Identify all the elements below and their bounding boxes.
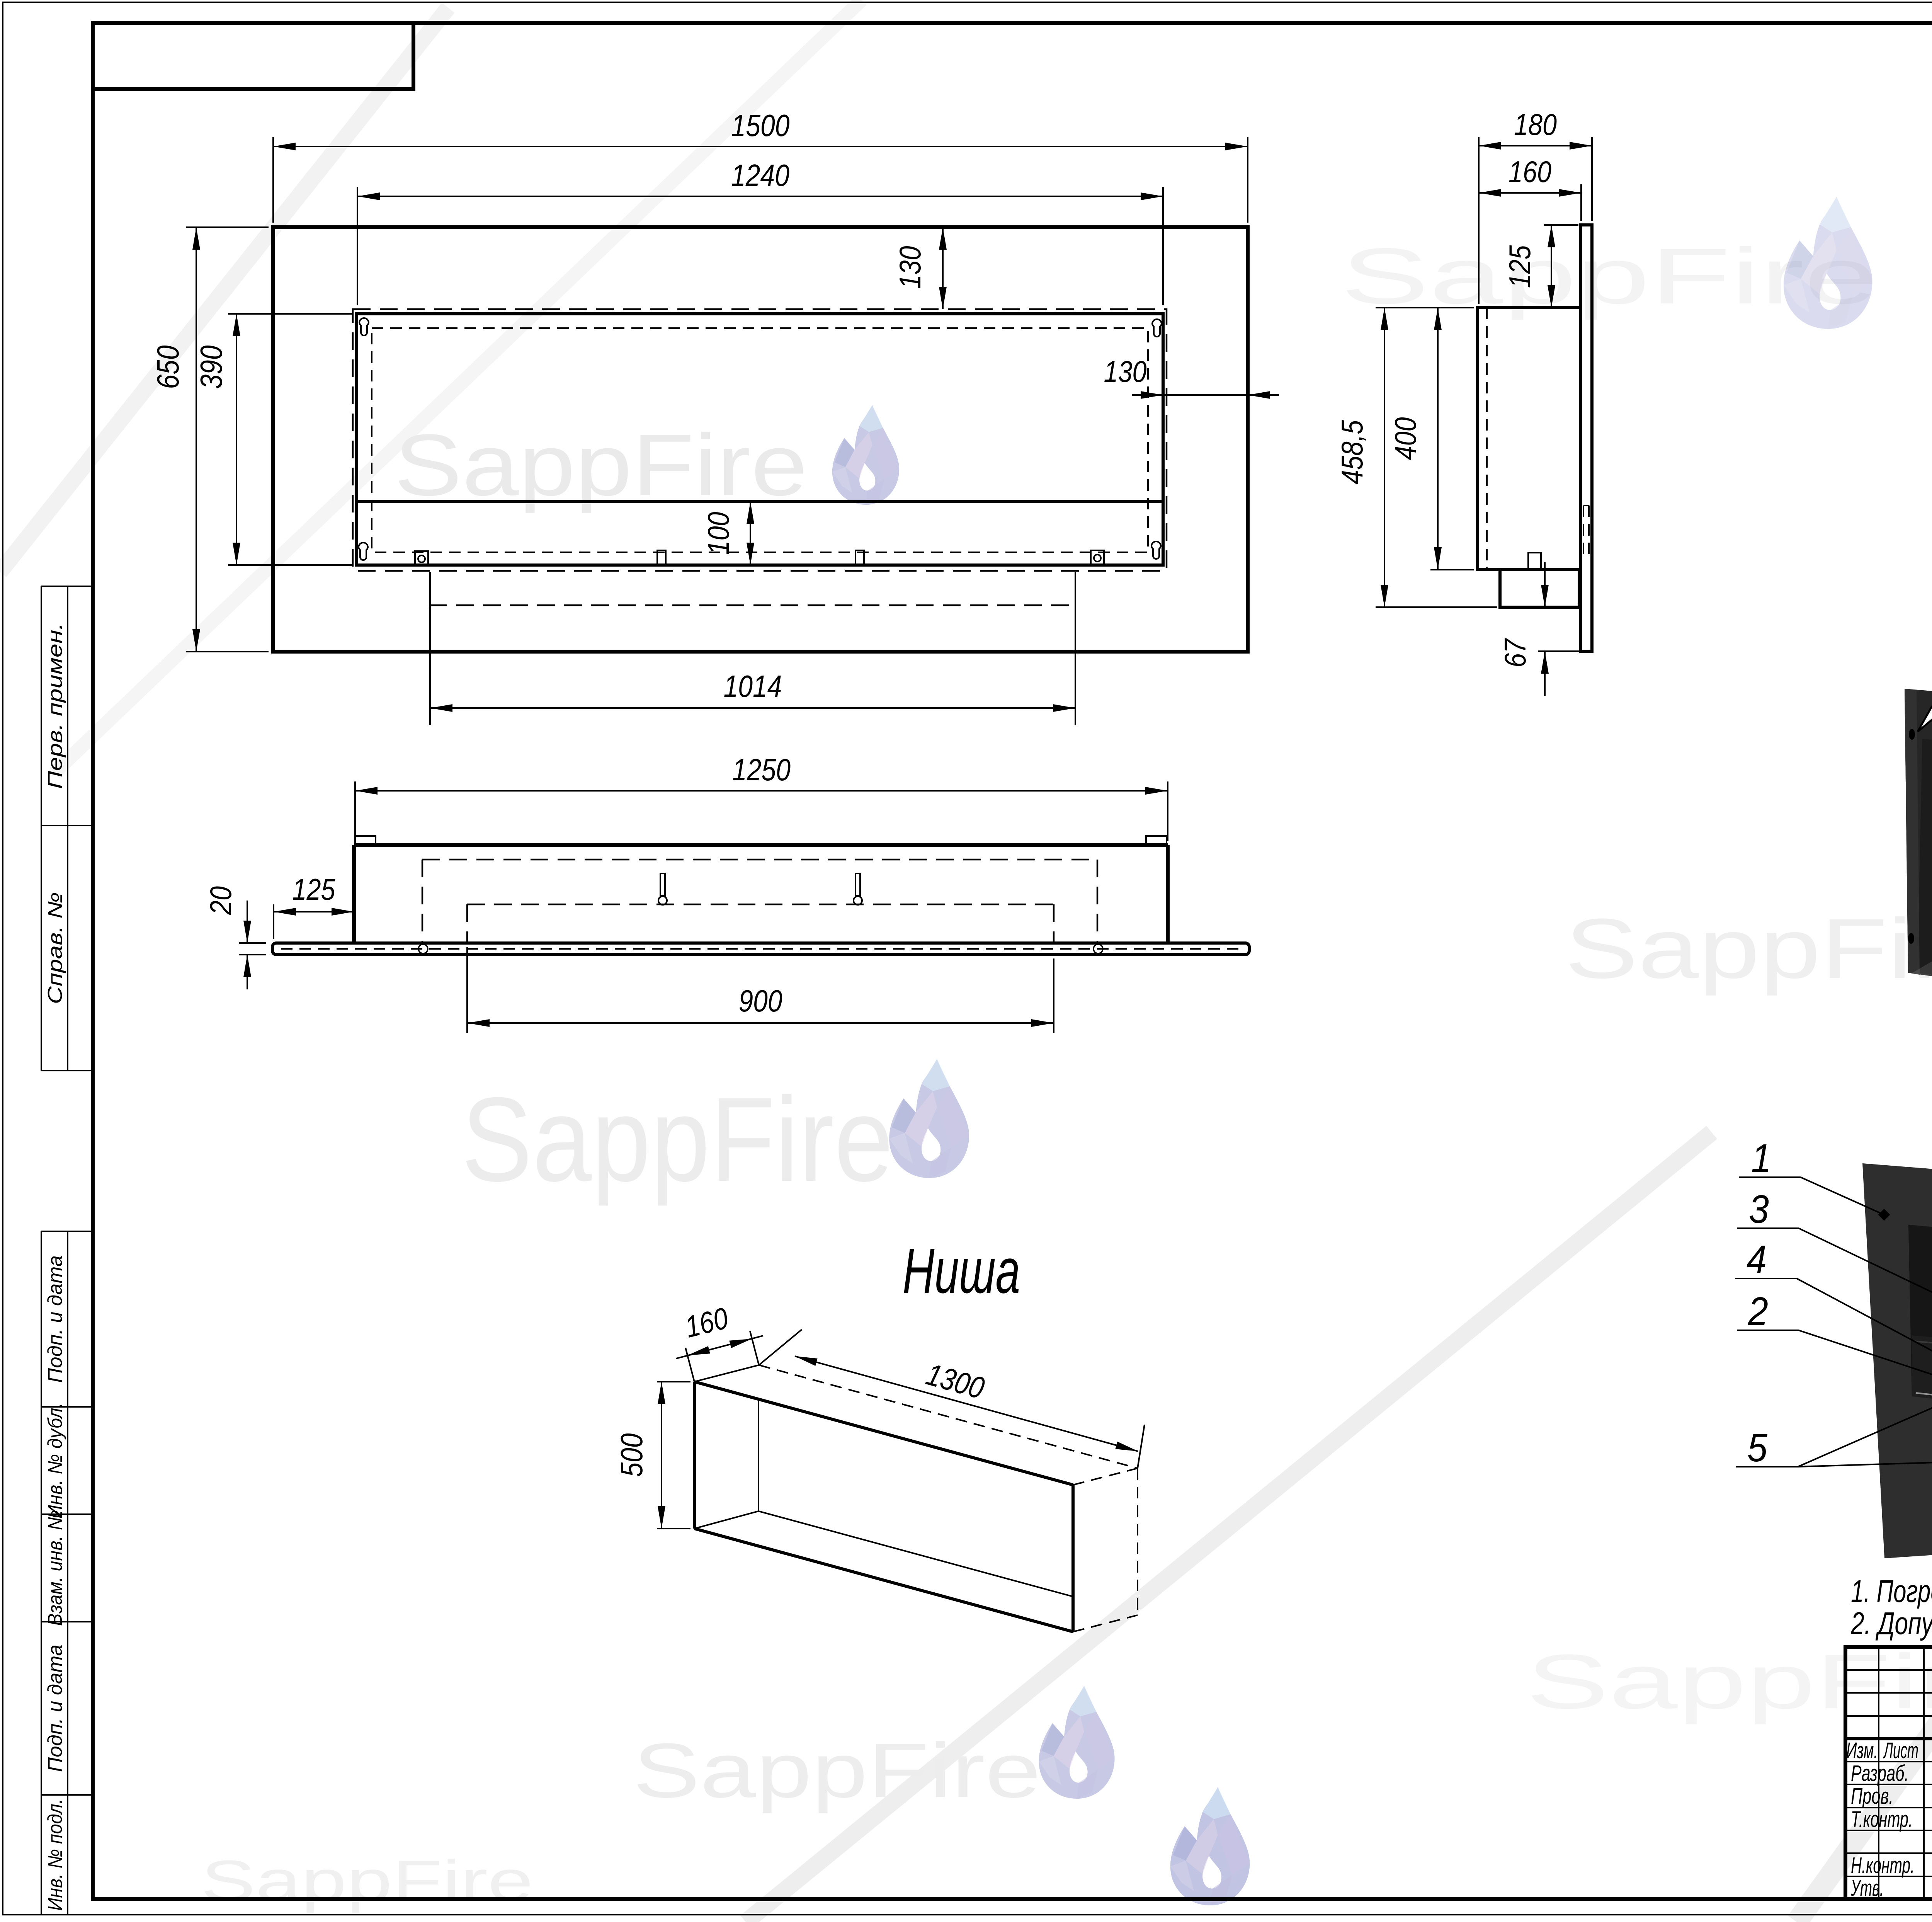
svg-text:458,5: 458,5 [1335,420,1369,484]
svg-text:Разраб.: Разраб. [1851,1761,1909,1786]
svg-text:67: 67 [1498,638,1532,667]
svg-text:1500: 1500 [731,108,790,143]
svg-text:SappFire: SappFire [633,1728,1041,1814]
svg-text:2: 2 [1748,1289,1768,1333]
svg-text:1. Погрешность размеров готово: 1. Погрешность размеров готового камиина… [1851,1574,1932,1609]
svg-text:5: 5 [1747,1425,1768,1470]
svg-text:4: 4 [1747,1237,1767,1282]
svg-text:SappFire: SappFire [394,416,808,514]
svg-text:1250: 1250 [732,752,791,787]
svg-text:Инв. № подл.: Инв. № подл. [44,1799,66,1911]
svg-text:180: 180 [1514,107,1557,141]
svg-text:160: 160 [1509,155,1551,189]
svg-text:125: 125 [293,872,336,906]
svg-text:400: 400 [1388,417,1422,460]
svg-text:900: 900 [739,984,782,1018]
svg-text:Утв.: Утв. [1850,1876,1884,1901]
svg-text:Инв. № дубл.: Инв. № дубл. [44,1403,66,1519]
svg-text:Подп. и дата: Подп. и дата [44,1645,66,1772]
svg-text:2. Допуск на размеры ниши ±2мм: 2. Допуск на размеры ниши ±2мм [1850,1606,1932,1641]
svg-text:Пров.: Пров. [1851,1784,1893,1809]
svg-text:Справ. №: Справ. № [44,892,66,1004]
svg-text:1240: 1240 [731,158,789,192]
svg-text:650: 650 [151,346,185,389]
svg-text:Лист: Лист [1883,1738,1918,1763]
svg-text:SappFire: SappFire [1341,232,1878,320]
svg-text:SappFire: SappFire [1526,1639,1932,1725]
svg-text:130: 130 [1104,354,1147,388]
svg-text:Подп. и дата: Подп. и дата [44,1255,66,1383]
svg-text:390: 390 [194,346,228,389]
svg-text:100: 100 [701,512,735,555]
svg-text:20: 20 [204,886,238,915]
svg-text:3: 3 [1749,1187,1769,1231]
svg-text:Взам. инв. №: Взам. инв. № [44,1510,66,1626]
svg-text:500: 500 [614,1433,649,1477]
svg-text:Т.контр.: Т.контр. [1851,1807,1913,1832]
svg-text:1014: 1014 [724,669,782,703]
svg-text:SappFire: SappFire [201,1848,533,1913]
svg-text:1: 1 [1751,1136,1771,1180]
svg-text:130: 130 [893,246,927,289]
svg-text:Н.контр.: Н.контр. [1851,1853,1915,1878]
svg-text:SappFire: SappFire [461,1072,893,1207]
svg-text:Изм.: Изм. [1846,1738,1878,1763]
svg-text:Ниша: Ниша [903,1235,1020,1306]
svg-text:Перв. примен.: Перв. примен. [44,623,66,789]
svg-text:125: 125 [1503,245,1537,288]
svg-text:SappFire: SappFire [1565,901,1932,996]
